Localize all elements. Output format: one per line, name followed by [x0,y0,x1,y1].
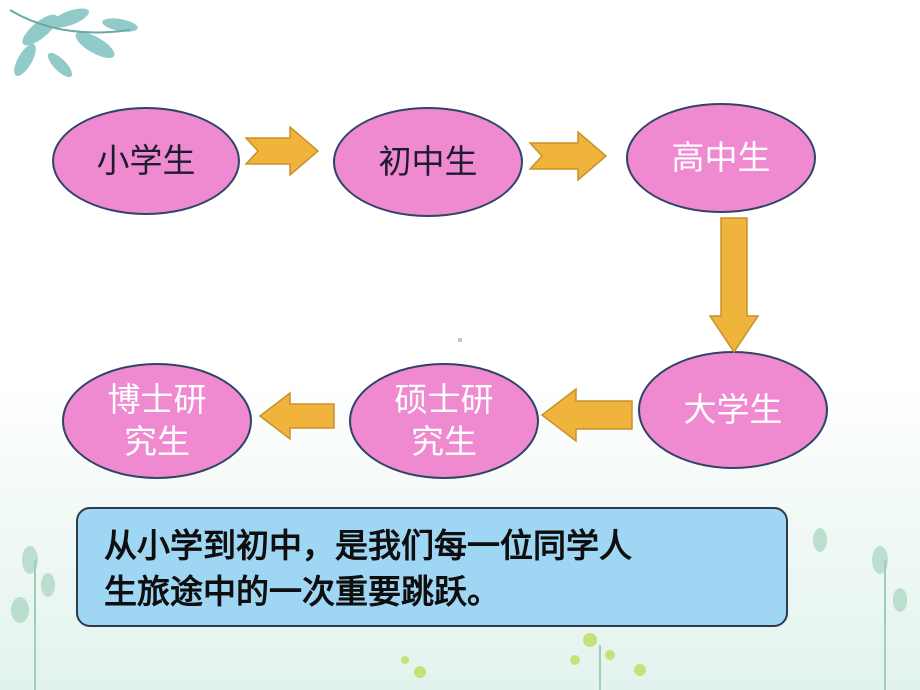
arrow-left-icon [258,391,335,441]
node-junior-student: 初中生 [333,107,523,217]
center-dot [458,338,462,342]
flower-dots-icon [401,633,646,678]
node-label: 小学生 [96,141,196,180]
arrow-left-icon [540,387,633,443]
node-college-student: 大学生 [638,351,828,469]
node-label: 博士研 究生 [107,380,207,461]
callout-box: 从小学到初中，是我们每一位同学人 生旅途中的一次重要跳跃。 [76,507,788,627]
arrow-down-icon [708,217,760,354]
arrow-right-icon [528,130,608,182]
node-primary-student: 小学生 [52,107,240,215]
leaf-branch-icon [14,8,138,78]
node-label: 初中生 [378,142,478,181]
node-master-student: 硕士研 究生 [349,363,539,479]
node-label: 大学生 [683,390,783,429]
node-senior-student: 高中生 [626,103,816,213]
node-doctor-student: 博士研 究生 [62,363,252,479]
node-label: 高中生 [671,138,771,177]
arrow-right-icon [244,125,320,177]
node-label: 硕士研 究生 [394,380,494,461]
bottom-plants-icon [11,528,907,623]
